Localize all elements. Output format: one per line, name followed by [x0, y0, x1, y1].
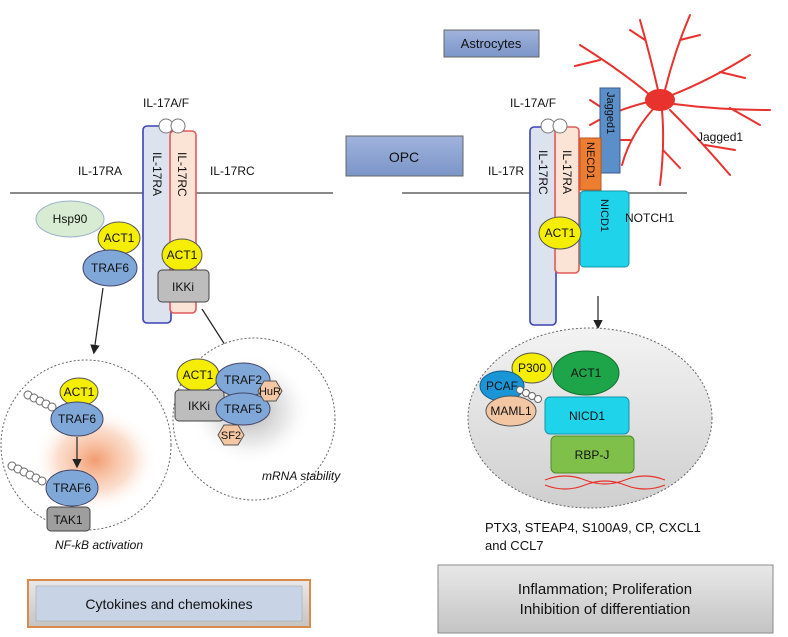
outcome-line-1: Inflammation; Proliferation	[518, 581, 692, 598]
traf2-label: TRAF2	[224, 373, 262, 387]
dna-strand	[544, 475, 666, 485]
opc-label: OPC	[389, 149, 419, 165]
act1-label: ACT1	[64, 385, 95, 399]
p300-node	[511, 352, 553, 384]
hur-node	[257, 380, 283, 402]
cytokines-box-inner	[35, 585, 303, 622]
act1-label: ACT1	[545, 226, 576, 240]
arrow-to-nfkb	[90, 287, 104, 355]
ikki-label: IKKi	[172, 280, 194, 294]
ligand-circle	[170, 118, 186, 134]
traf6-label: TRAF6	[58, 412, 96, 426]
nicd1-membrane-text: NICD1	[598, 199, 610, 232]
traf5-node	[215, 392, 271, 426]
ligand-circle	[552, 118, 568, 134]
act1-label: ACT1	[167, 248, 198, 262]
genes-line-2: and CCL7	[485, 538, 544, 553]
necd1-text: NECD1	[584, 142, 596, 179]
maml1-node	[485, 395, 537, 427]
mrna-caption: mRNA stability	[262, 469, 341, 483]
il17rc-receptor-text: IL-17RC	[175, 152, 189, 197]
maml1-label: MAML1	[490, 404, 532, 418]
hur-label: HuR	[259, 386, 281, 398]
nicd1-nucleus-label: NICD1	[569, 409, 605, 423]
dna-strand	[544, 480, 666, 490]
ikki-label: IKKi	[188, 399, 210, 413]
traf6-node	[45, 469, 99, 507]
jagged1-bar-text: Jagged1	[604, 92, 616, 134]
notch1-label: NOTCH1	[625, 211, 675, 225]
traf6-node	[82, 249, 138, 287]
ligand-label-left: IL-17A/F	[143, 96, 189, 110]
sf2-label: SF2	[221, 430, 241, 442]
ubiquitin-chain	[23, 390, 57, 412]
astrocyte-illustration	[574, 14, 771, 186]
il17r-label-right: IL-17R	[488, 164, 524, 178]
ubiquitin-chain	[516, 386, 542, 403]
ubiquitin-chain	[7, 461, 47, 486]
hsp90-ellipse	[35, 200, 105, 238]
astrocytes-box	[443, 29, 540, 58]
jagged1-label: Jagged1	[697, 130, 743, 144]
il17ra-receptor-right	[554, 126, 580, 274]
necd1-bar	[579, 137, 602, 191]
act1-label: ACT1	[183, 368, 214, 382]
rbpj-label: RBP-J	[575, 448, 610, 462]
rbpj-node	[550, 435, 635, 474]
il17rc-label-left: IL-17RC	[210, 164, 255, 178]
traf6-label: TRAF6	[53, 481, 91, 495]
act1-label: ACT1	[104, 231, 135, 245]
tak1-node	[46, 506, 91, 532]
astrocytes-label: Astrocytes	[461, 36, 522, 51]
hsp90-label: Hsp90	[53, 212, 88, 226]
traf5-label: TRAF5	[224, 402, 262, 416]
pcaf-label: PCAF	[486, 379, 518, 393]
genes-line-1: PTX3, STEAP4, S100A9, CP, CXCL1	[485, 520, 701, 535]
opc-box	[345, 135, 464, 177]
act1-nucleus-node	[552, 350, 620, 396]
nicd1-nucleus-node	[544, 396, 630, 435]
il17ra-receptor-text-right: IL-17RA	[560, 150, 574, 194]
nfkb-caption: NF-kB activation	[55, 538, 143, 552]
traf6-label: TRAF6	[91, 261, 129, 275]
tak1-label: TAK1	[53, 513, 82, 527]
il17ra-receptor-text: IL-17RA	[150, 152, 164, 196]
p300-label: P300	[518, 361, 546, 375]
act1-nucleus-label: ACT1	[571, 366, 602, 380]
outcome-line-2: Inhibition of differentiation	[520, 601, 691, 618]
traf6-node	[50, 401, 104, 437]
act1-node	[538, 216, 582, 250]
outcome-box	[437, 564, 774, 634]
il17ra-label-left: IL-17RA	[78, 164, 122, 178]
jagged1-bar	[599, 87, 621, 174]
sf2-node	[217, 424, 245, 446]
il17rc-receptor-text-right: IL-17RC	[536, 150, 550, 195]
ikki-node	[157, 269, 210, 303]
ligand-label-right: IL-17A/F	[510, 96, 556, 110]
cytokines-label: Cytokines and chemokines	[85, 596, 252, 612]
